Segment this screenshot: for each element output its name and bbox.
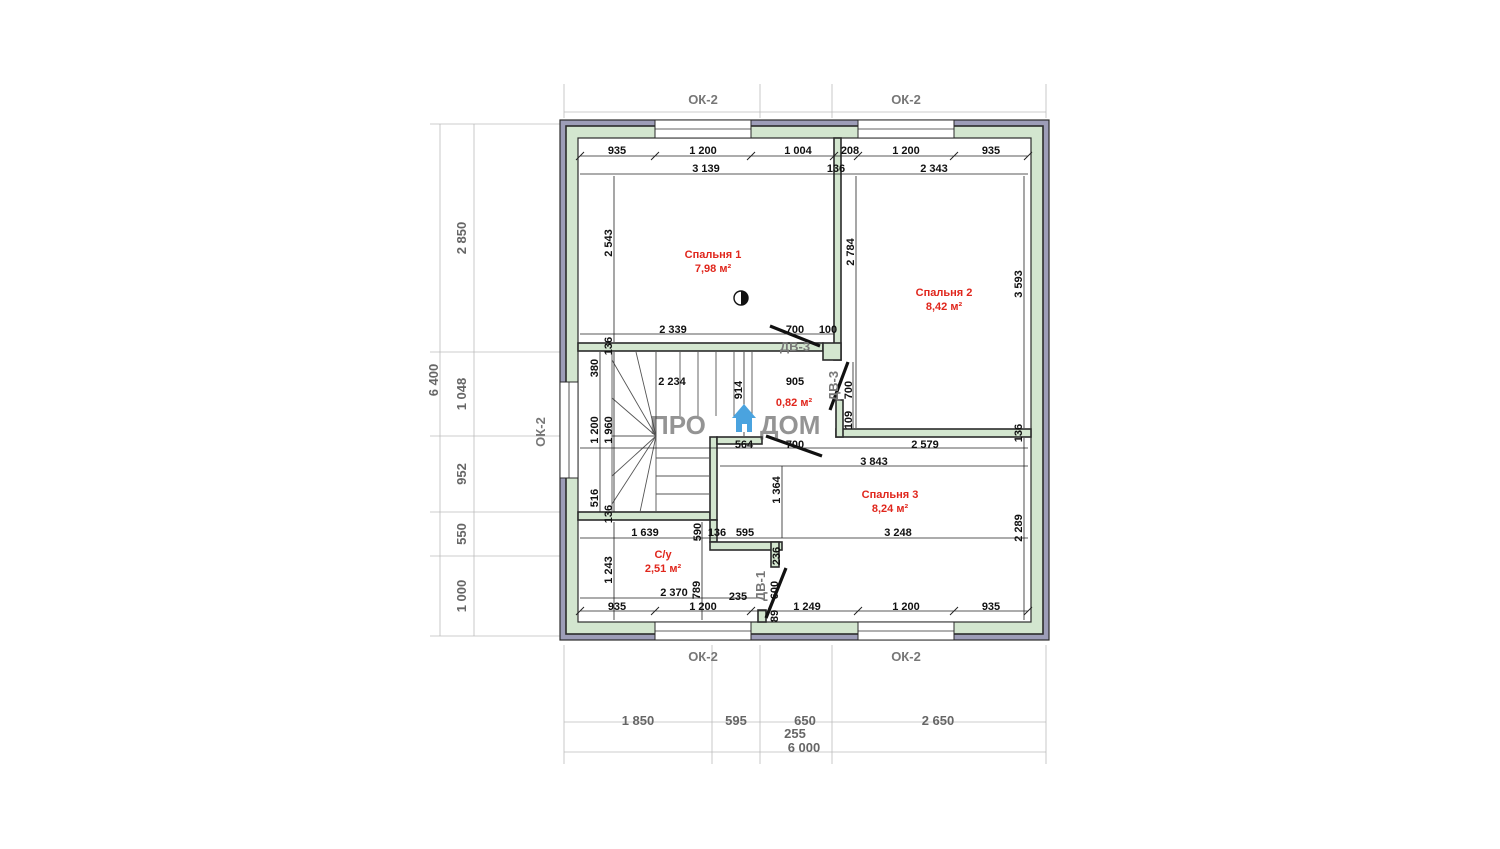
dim-v1243: 1 243 xyxy=(603,556,615,584)
dim-v1960: 1 960 xyxy=(603,416,615,444)
room-area-bedroom-3: 8,24 м² xyxy=(872,503,909,515)
room-name-bedroom-3: Спальня 3 xyxy=(862,489,919,501)
logo-right-text: ДОМ xyxy=(760,410,820,440)
dim-v136-b: 136 xyxy=(1013,424,1025,442)
dim-h2579: 2 579 xyxy=(911,439,939,451)
dim-bottom-3: 1 200 xyxy=(892,601,920,613)
dim-bottom-seg-3: 650 xyxy=(794,713,816,728)
room-labels: Спальня 1 7,98 м² Спальня 2 8,42 м² Спал… xyxy=(645,249,972,575)
inner-dimension-texts: 935 1 200 1 004 208 1 200 935 3 139 136 … xyxy=(589,145,1025,622)
room-area-bedroom-2: 8,42 м² xyxy=(926,301,963,313)
dim-bottom-seg-4: 2 650 xyxy=(922,713,955,728)
room-area-bathroom: 2,51 м² xyxy=(645,563,682,575)
dim-v380: 380 xyxy=(589,359,601,377)
tag-window-bottom-left: ОК-2 xyxy=(688,649,718,664)
interior-walls xyxy=(577,137,1032,623)
dim-v2289: 2 289 xyxy=(1013,514,1025,542)
dim-v136-a: 136 xyxy=(603,337,615,355)
outer-dimension-lines xyxy=(430,84,1047,764)
dim-top-2: 1 200 xyxy=(689,145,717,157)
dim-r2-left-h: 2 784 xyxy=(845,237,857,265)
dim-r2-width: 2 343 xyxy=(920,163,948,175)
light-fixture-icon xyxy=(733,290,749,306)
dim-bottom-seg-1: 1 850 xyxy=(622,713,655,728)
dim-h3248: 3 248 xyxy=(884,527,912,539)
dim-door-700-a: 700 xyxy=(786,324,804,336)
dim-v516: 516 xyxy=(589,489,601,507)
dim-top-1: 935 xyxy=(608,145,626,157)
dim-h136-d: 136 xyxy=(708,527,726,539)
logo: ПРО ДОМ xyxy=(650,404,820,440)
dim-h564: 564 xyxy=(735,439,754,451)
dim-v914: 914 xyxy=(733,380,745,399)
dim-v700-b: 700 xyxy=(843,381,855,399)
tag-door-2: ДВ-3 xyxy=(826,371,841,401)
dim-bottom-4: 935 xyxy=(982,601,1000,613)
dim-r1-width: 3 139 xyxy=(692,163,720,175)
dim-left-seg-2: 1 048 xyxy=(454,378,469,411)
dimension-ticks xyxy=(575,151,1033,616)
tag-window-top-right: ОК-2 xyxy=(891,92,921,107)
house-icon xyxy=(732,404,756,432)
tag-window-left: ОК-2 xyxy=(533,417,548,447)
dim-r1-height: 2 543 xyxy=(603,229,615,257)
dim-h2370: 2 370 xyxy=(660,587,688,599)
tag-window-bottom-right: ОК-2 xyxy=(891,649,921,664)
dim-v600: 600 xyxy=(769,581,781,599)
dim-left-total: 6 400 xyxy=(426,364,441,397)
dim-v109: 109 xyxy=(843,411,855,429)
dim-h3843: 3 843 xyxy=(860,456,888,468)
dim-v89: 89 xyxy=(769,610,781,622)
dim-top-4: 208 xyxy=(841,145,859,157)
dim-v1200: 1 200 xyxy=(589,416,601,444)
dim-h700-c: 700 xyxy=(786,439,804,451)
room-name-bedroom-1: Спальня 1 xyxy=(685,249,742,261)
dim-left-seg-5: 1 000 xyxy=(454,580,469,613)
dim-r1-bottom: 2 339 xyxy=(659,324,687,336)
dim-bottom-seg-2: 595 xyxy=(725,713,747,728)
dim-v1364: 1 364 xyxy=(771,475,783,503)
tag-door-1: ДВ-3 xyxy=(780,339,810,354)
exterior-walls xyxy=(559,119,1050,641)
tag-door-3: ДВ-1 xyxy=(753,571,768,601)
doors xyxy=(764,324,850,619)
dim-v236: 236 xyxy=(771,547,783,565)
staircase xyxy=(611,351,753,513)
room-name-bathroom: С/у xyxy=(654,549,672,561)
dim-top-5: 1 200 xyxy=(892,145,920,157)
element-tags: ОК-2 ОК-2 ОК-2 ОК-2 ОК-2 ДВ-3 ДВ-3 ДВ-1 xyxy=(533,92,921,664)
room-area-bedroom-1: 7,98 м² xyxy=(695,263,732,275)
tag-window-top-left: ОК-2 xyxy=(688,92,718,107)
room-area-hall: 0,82 м² xyxy=(776,397,813,409)
dim-h1249: 1 249 xyxy=(793,601,821,613)
dim-left-seg-3: 952 xyxy=(454,463,469,485)
dim-bottom-2: 1 200 xyxy=(689,601,717,613)
dim-v590: 590 xyxy=(692,523,704,541)
dim-hall-905: 905 xyxy=(786,376,804,388)
dim-bottom-total: 6 000 xyxy=(788,740,821,755)
dim-h235: 235 xyxy=(729,591,747,603)
dim-left-seg-1: 2 850 xyxy=(454,222,469,255)
dim-v136-c: 136 xyxy=(603,505,615,523)
dim-top-6: 935 xyxy=(982,145,1000,157)
outer-dimension-texts: 6 400 2 850 1 048 952 550 1 000 1 850 59… xyxy=(426,222,954,755)
dim-hall-width: 2 234 xyxy=(658,376,686,388)
dim-r1-mid-136: 136 xyxy=(827,163,845,175)
room-name-bedroom-2: Спальня 2 xyxy=(916,287,973,299)
dim-bottom-1: 935 xyxy=(608,601,626,613)
dim-bottom-small: 255 xyxy=(784,726,806,741)
dim-h1639: 1 639 xyxy=(631,527,659,539)
dim-h595: 595 xyxy=(736,527,754,539)
dim-v789: 789 xyxy=(691,581,703,599)
dim-r2-right-h: 3 593 xyxy=(1013,270,1025,298)
dim-100: 100 xyxy=(819,324,837,336)
dim-left-seg-4: 550 xyxy=(454,523,469,545)
dim-top-3: 1 004 xyxy=(784,145,812,157)
logo-left-text: ПРО xyxy=(650,410,706,440)
